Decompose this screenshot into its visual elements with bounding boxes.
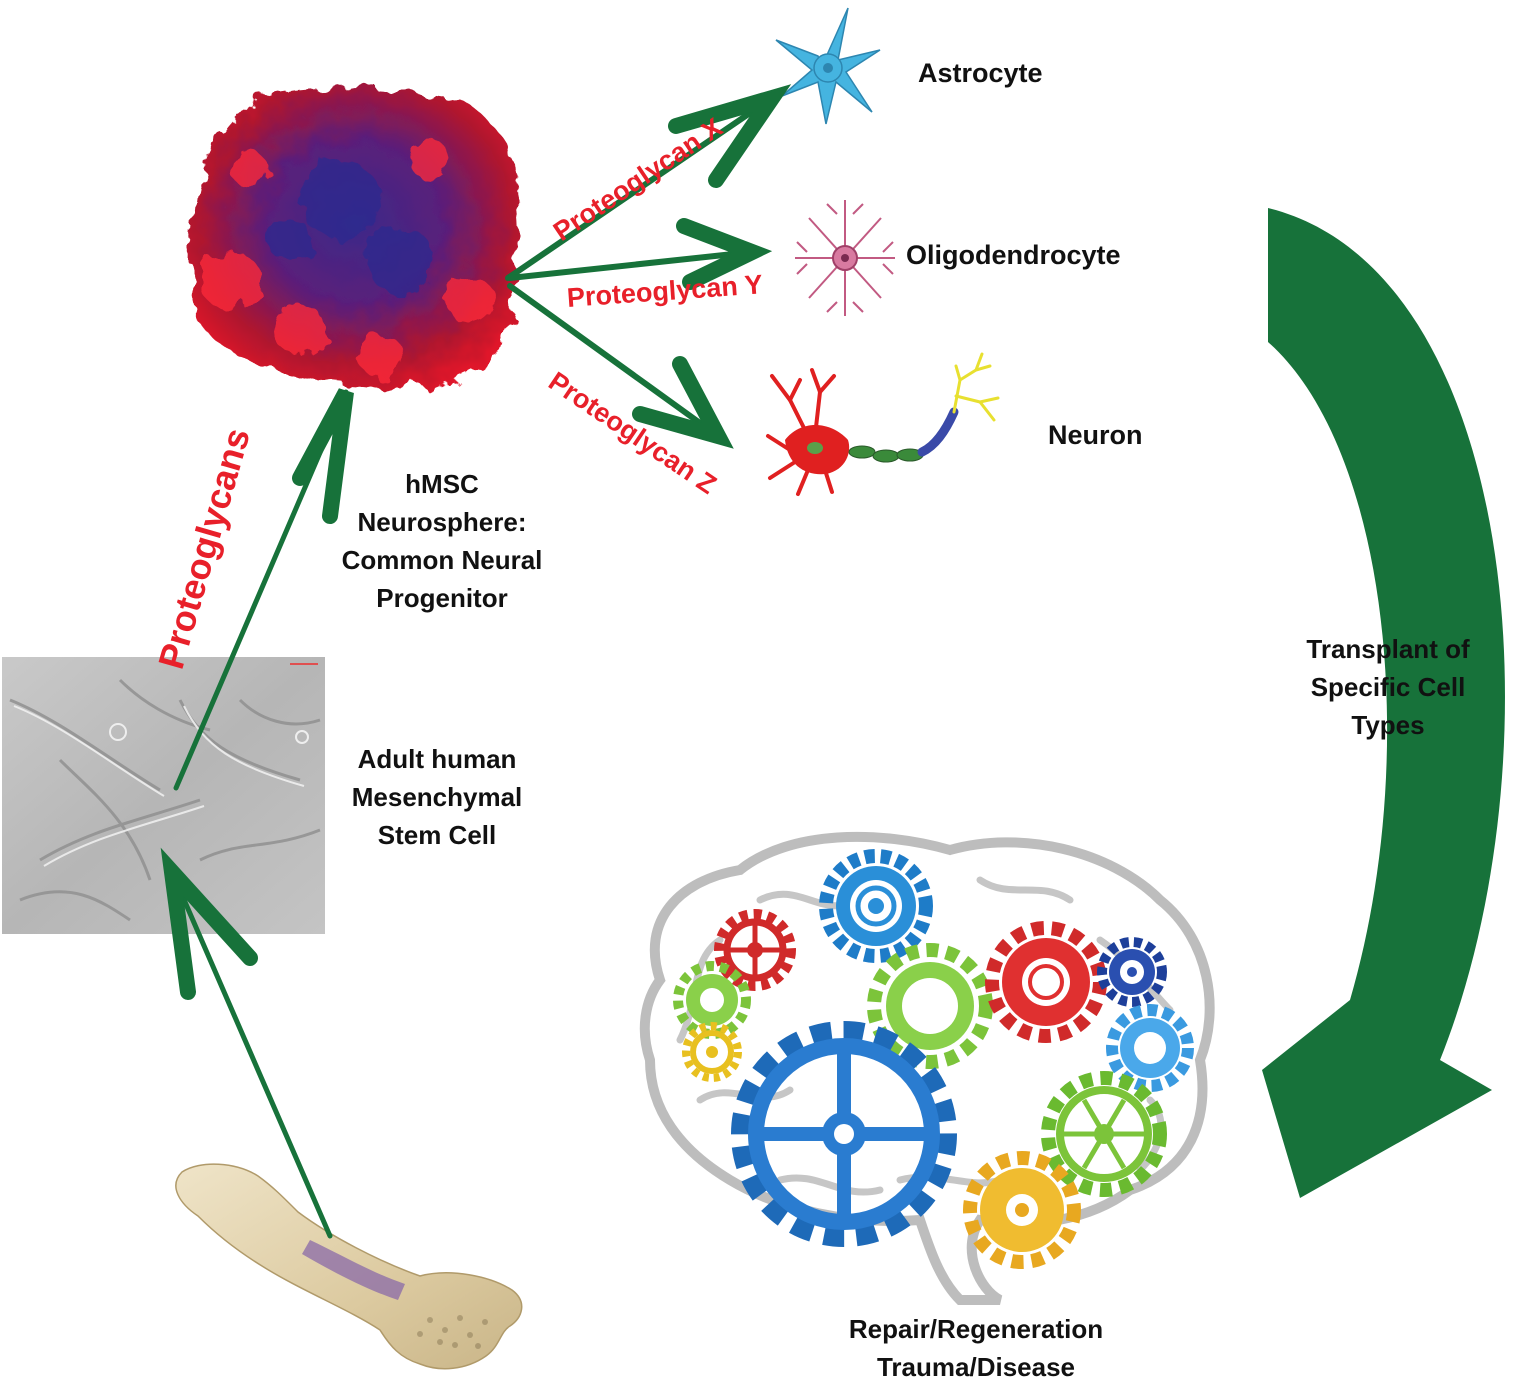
neuron-icon bbox=[766, 352, 1000, 496]
neurosphere-line-2: Neurosphere: bbox=[357, 507, 527, 537]
repair-line-2: Trauma/Disease bbox=[876, 1352, 1075, 1382]
transplant-line-3: Types bbox=[1351, 710, 1425, 740]
arrow-to-oligodendrocyte bbox=[507, 249, 755, 281]
neuron-label: Neuron bbox=[1048, 420, 1143, 450]
astrocyte-label: Astrocyte bbox=[918, 58, 1043, 88]
oligodendrocyte-icon bbox=[795, 200, 895, 316]
arrows bbox=[160, 84, 792, 1239]
arrow-to-neuron bbox=[507, 283, 721, 439]
neurosphere-line-1: hMSC bbox=[405, 469, 479, 499]
astrocyte-icon bbox=[775, 7, 881, 125]
repair-label: Repair/Regeneration Trauma/Disease bbox=[806, 1310, 1146, 1386]
neurosphere-image bbox=[190, 87, 520, 387]
repair-line-1: Repair/Regeneration bbox=[848, 1314, 1104, 1344]
neurosphere-line-3: Common Neural bbox=[341, 545, 543, 575]
msc-line-3: Stem Cell bbox=[377, 820, 497, 850]
transplant-label: Transplant of Specific Cell Types bbox=[1276, 630, 1500, 744]
msc-label: Adult human Mesenchymal Stem Cell bbox=[326, 740, 548, 854]
arrow-msc-to-sphere-head bbox=[292, 388, 354, 524]
neurosphere-line-4: Progenitor bbox=[376, 583, 508, 613]
arrow-bone-to-msc bbox=[169, 869, 333, 1239]
neurosphere-label: hMSC Neurosphere: Common Neural Progenit… bbox=[310, 465, 574, 617]
msc-line-1: Adult human bbox=[357, 744, 517, 774]
arrow-to-oligodendrocyte-head bbox=[676, 218, 773, 290]
msc-line-2: Mesenchymal bbox=[351, 782, 523, 812]
arrow-bone-to-msc-head bbox=[160, 847, 258, 1000]
arrow-to-astrocyte-head bbox=[668, 84, 792, 188]
arrow-to-astrocyte bbox=[505, 95, 775, 281]
transplant-line-2: Specific Cell bbox=[1310, 672, 1466, 702]
oligodendrocyte-label: Oligodendrocyte bbox=[906, 240, 1121, 270]
transplant-arrow bbox=[1262, 208, 1505, 1198]
femur-bone-icon bbox=[175, 1163, 523, 1370]
transplant-line-1: Transplant of bbox=[1306, 634, 1470, 664]
brain-gears-icon bbox=[639, 831, 1215, 1305]
cell-culture-micrograph bbox=[2, 657, 325, 934]
arrow-to-neuron-head bbox=[632, 356, 734, 449]
